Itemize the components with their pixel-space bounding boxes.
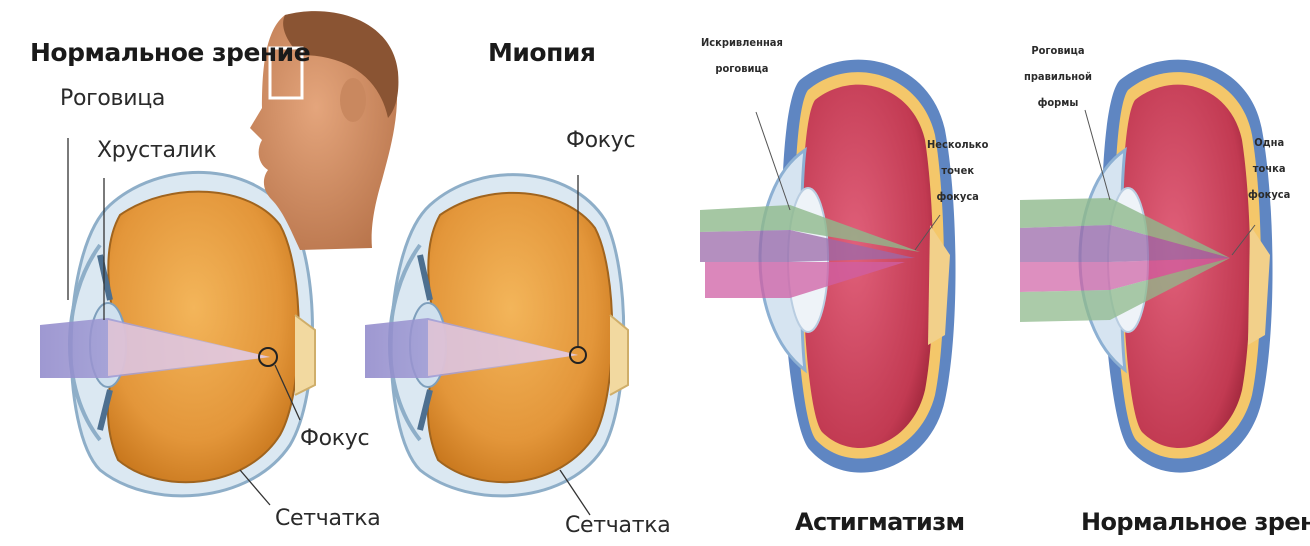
title-astigmatism: Астигматизм	[795, 508, 965, 536]
label-focus-normal: Фокус	[300, 426, 369, 451]
astigmatism-eye	[700, 60, 956, 473]
myopia-eye	[365, 175, 628, 515]
label-retina-normal: Сетчатка	[275, 506, 380, 531]
label-retina-myopia: Сетчатка	[565, 513, 670, 538]
label-curved-cornea: Искривленная роговица	[701, 30, 783, 82]
label-focus-myopia: Фокус	[566, 128, 635, 153]
label-cornea: Роговица	[60, 86, 165, 111]
title-myopia: Миопия	[488, 38, 595, 67]
title-normal-vision-right: Нормальное зрение	[1081, 508, 1310, 536]
label-regular-cornea: Роговица правильной формы	[1024, 38, 1092, 116]
title-normal-vision: Нормальное зрение	[30, 38, 310, 67]
normal-eye-right	[1020, 60, 1273, 473]
label-lens: Хрусталик	[97, 138, 216, 163]
panel-divider	[666, 0, 668, 546]
label-one-focus-point: Одна точка фокуса	[1248, 130, 1290, 208]
label-several-focus-points: Несколько точек фокуса	[927, 132, 988, 210]
